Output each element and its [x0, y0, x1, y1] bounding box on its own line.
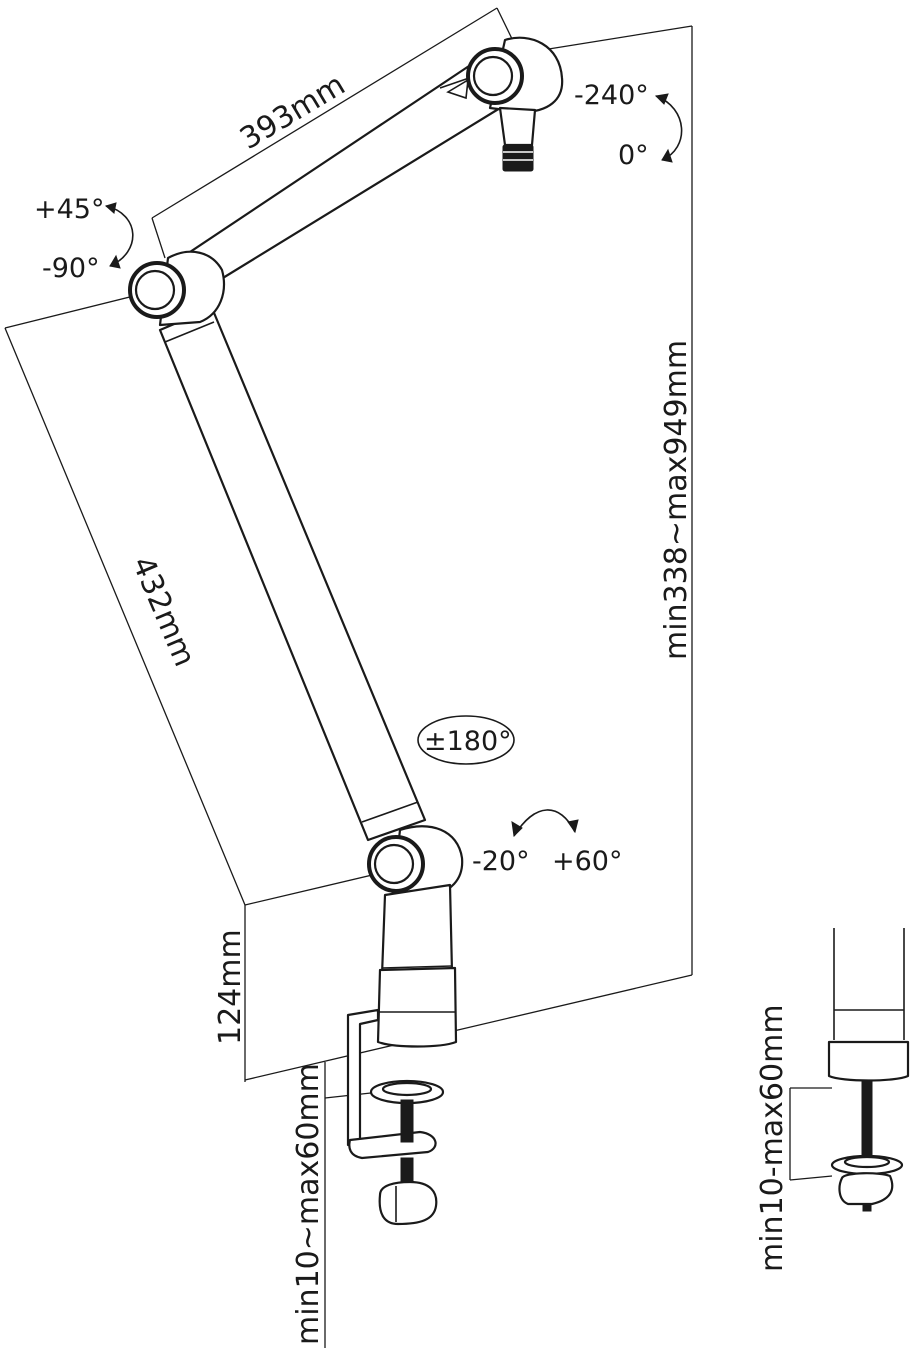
mic-mount-head — [446, 36, 564, 172]
upper-arm-length-label: 393mm — [234, 67, 351, 157]
base-rotation-label: ±180° — [424, 726, 512, 757]
base-rotation-arrow-icon — [417, 715, 515, 765]
base-joint — [367, 825, 464, 977]
rotation-arrows — [104, 93, 683, 838]
clamp-detail-view — [827, 928, 910, 1212]
lower-arm-length-label: 432mm — [125, 551, 202, 671]
base-height-label: 124mm — [213, 929, 248, 1045]
elbow-down-label: -90° — [42, 253, 100, 284]
elbow-arrow-icon — [105, 205, 134, 267]
clamp-range-detail-label: min10-max60mm — [755, 1004, 790, 1272]
base-tilt-back-label: -20° — [472, 846, 530, 877]
head-tilt-arrow-icon — [655, 95, 683, 161]
lower-arm — [158, 306, 427, 842]
desk-clamp — [346, 1008, 445, 1226]
head-tilt-bottom-label: 0° — [618, 140, 649, 171]
dimension-lines — [4, 7, 833, 1348]
height-range-label: min338~max949mm — [659, 340, 694, 660]
base-tilt-forward-label: +60° — [552, 846, 622, 877]
clamp-range-label: min10~max60mm — [291, 1063, 326, 1345]
elbow-joint — [128, 250, 226, 327]
head-tilt-top-label: -240° — [574, 80, 649, 111]
elbow-up-label: +45° — [34, 194, 104, 225]
base-tilt-arrow-icon — [513, 809, 576, 837]
pole-collar — [376, 966, 458, 1048]
